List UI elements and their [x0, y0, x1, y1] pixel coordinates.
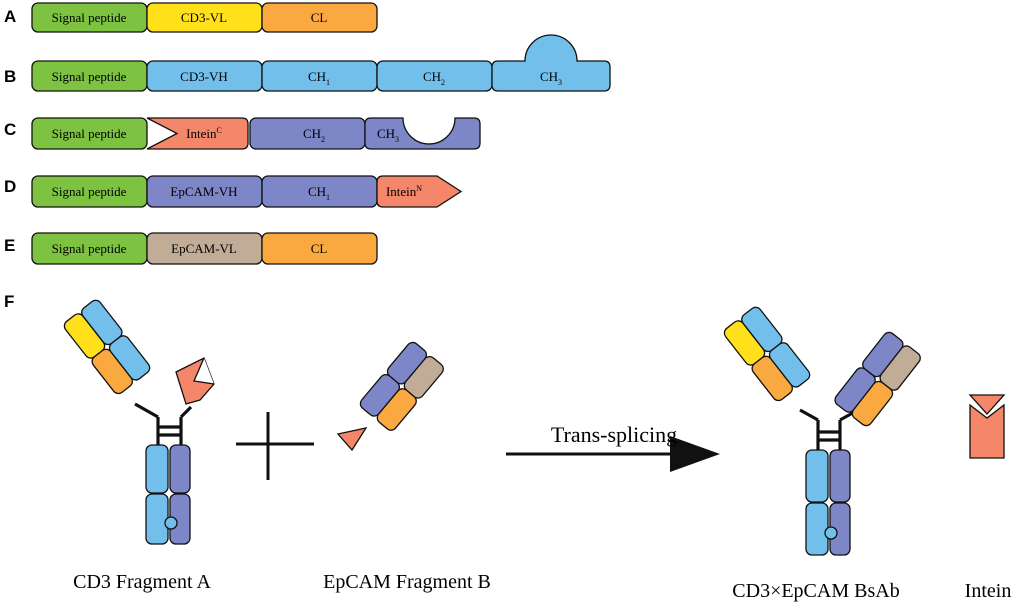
bsab-cd3-fab [723, 306, 811, 402]
panel-letter-b: B [4, 67, 16, 86]
ch2-domain-blue [145, 444, 169, 494]
segment-signal-peptide [31, 117, 148, 150]
label-signal-peptide: Signal peptide [52, 126, 127, 141]
label-ch3: CH3 [377, 126, 399, 144]
ch3-domain-blue [145, 493, 169, 545]
bsab-hinge [799, 408, 859, 450]
segment-intein-n [376, 175, 463, 208]
bsab-epcam-fab [834, 331, 921, 427]
ch2-domain-purple [169, 444, 191, 494]
label-signal-peptide: Signal peptide [52, 184, 127, 199]
label-ch1: CH1 [308, 184, 330, 202]
arrow-label: Trans-splicing [551, 422, 677, 447]
segment-ch3-knob [491, 34, 611, 92]
intein-c-piece [969, 403, 1005, 459]
label-intein-c: InteinC [186, 126, 222, 141]
panel-letter-e: E [4, 236, 15, 255]
segment-cl [261, 232, 378, 265]
label-signal-peptide: Signal peptide [52, 69, 127, 84]
label-cd3-vl: CD3-VL [181, 10, 227, 25]
excised-intein [968, 394, 1006, 459]
ch1-domain [108, 335, 151, 381]
panel-letter-d: D [4, 177, 16, 196]
segment-cl [261, 2, 378, 33]
knob-into-hole [164, 516, 178, 530]
fragment-b-fab [336, 341, 444, 452]
label-epcam-vh: EpCAM-VH [170, 184, 237, 199]
panel-c: C Signal peptide InteinC CH2 CH3 [4, 117, 481, 150]
ch3-domain-blue [805, 502, 829, 556]
plus-icon [236, 412, 314, 480]
intein-c-notch [193, 357, 215, 385]
panel-b: B Signal peptide CD3-VH CH1 CH2 CH3 [4, 34, 611, 92]
panel-f: F [4, 292, 1011, 602]
label-intein-n: InteinN [386, 184, 422, 199]
panel-letter-c: C [4, 120, 16, 139]
panel-d: D Signal peptide EpCAM-VH CH1 InteinN [4, 175, 463, 208]
segment-ch3-hole [364, 117, 481, 150]
label-epcam-vl: EpCAM-VL [171, 241, 237, 256]
label-signal-peptide: Signal peptide [52, 241, 127, 256]
label-ch3: CH3 [540, 69, 562, 87]
caption-fragment-a: CD3 Fragment A [73, 571, 211, 593]
bsab-antibody [723, 306, 921, 556]
knob-into-hole [824, 526, 838, 540]
label-cl: CL [311, 241, 328, 256]
label-cl: CL [311, 10, 328, 25]
ch2-domain-purple [829, 449, 851, 503]
intein-n-triangle [336, 427, 368, 452]
label-ch2: CH2 [303, 126, 325, 144]
panel-a: A Signal peptide CD3-VL CL [4, 2, 378, 33]
cl-domain [851, 380, 894, 427]
ch2-domain-blue [805, 449, 829, 503]
fragment-b-domains [359, 341, 444, 431]
segment-intein-c [146, 117, 249, 150]
caption-intein: Intein [965, 580, 1012, 602]
trans-splicing-arrow [506, 436, 720, 472]
panel-letter-a: A [4, 7, 16, 26]
ch1-domain [768, 342, 811, 388]
cl-domain [376, 388, 417, 431]
panel-e: E Signal peptide EpCAM-VL CL [4, 232, 378, 265]
panel-letter-f: F [4, 292, 14, 311]
label-ch1: CH1 [308, 69, 330, 87]
intein-n-piece [968, 394, 1006, 415]
label-cd3-vh: CD3-VH [180, 69, 228, 84]
fragment-a-fab [63, 299, 151, 395]
caption-bsab: CD3×EpCAM BsAb [732, 580, 899, 602]
fragment-a-antibody [63, 299, 215, 545]
label-signal-peptide: Signal peptide [52, 10, 127, 25]
label-ch2: CH2 [423, 69, 445, 87]
caption-fragment-b: EpCAM Fragment B [323, 571, 491, 593]
fragment-a-hinge [134, 402, 193, 445]
